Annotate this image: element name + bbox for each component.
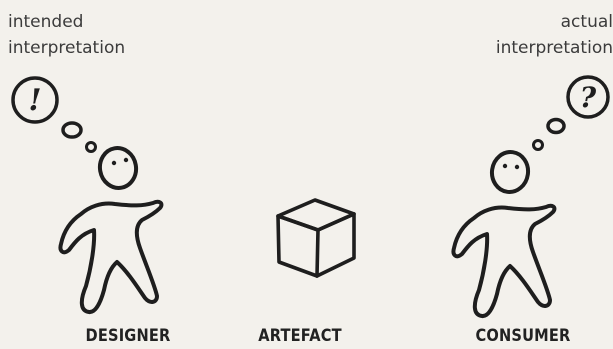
cube-top-face: [278, 200, 354, 230]
designer-thought-bubble: [13, 78, 96, 152]
designer-figure: [60, 145, 161, 312]
cube-icon: [278, 200, 354, 276]
consumer-body: [453, 206, 554, 316]
consumer-head: [489, 150, 530, 195]
consumer-question-icon: ?: [580, 81, 597, 114]
consumer-thought-bubble: [534, 77, 609, 150]
artefact-label: ARTEFACT: [248, 326, 351, 346]
designer-body: [60, 202, 161, 312]
designer-exclamation-icon: !: [28, 83, 41, 118]
designer-bubble-medium: [63, 123, 81, 137]
designer-eye-left: [112, 161, 116, 165]
designer-eye-right: [124, 158, 128, 162]
designer-head: [97, 145, 139, 191]
consumer-figure: [453, 150, 554, 316]
consumer-eye-left: [503, 164, 507, 168]
cube-right-face: [317, 214, 354, 276]
consumer-bubble-medium: [548, 120, 564, 133]
designer-label: DESIGNER: [68, 326, 188, 346]
consumer-bubble-small: [534, 141, 543, 150]
cube-left-face: [278, 216, 318, 276]
consumer-eye-right: [515, 165, 519, 169]
designer-bubble-small: [87, 143, 96, 152]
consumer-label: CONSUMER: [459, 326, 588, 346]
